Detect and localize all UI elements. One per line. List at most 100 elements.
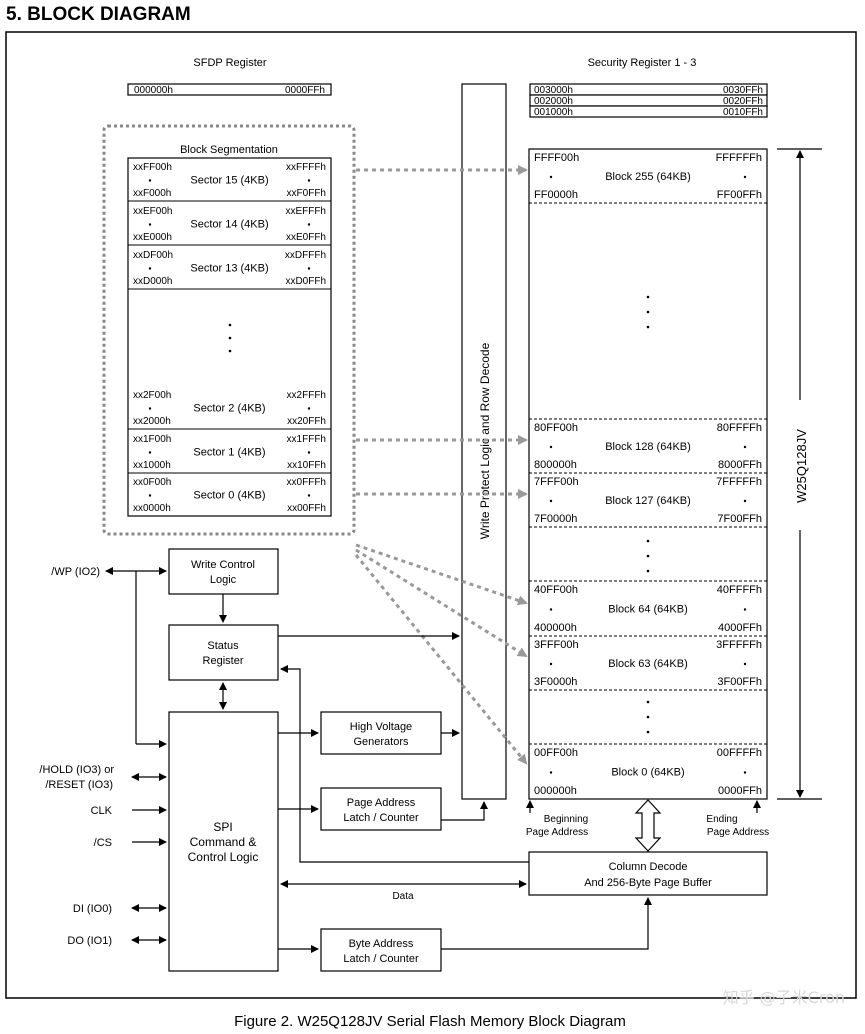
spi-label: Control Logic: [188, 850, 259, 864]
block-label: Block 64 (64KB): [608, 604, 687, 616]
block-end-high: 7FFFFFh: [716, 476, 762, 488]
sector-label: Sector 1 (4KB): [193, 447, 265, 459]
sector-start-high: xx0F00h: [133, 477, 171, 488]
block-start-high: 7FFF00h: [534, 476, 579, 488]
pin-clk-label: CLK: [91, 805, 113, 817]
block-label: Block 127 (64KB): [605, 495, 691, 507]
block-bullet: [549, 662, 553, 666]
block-end-low: 7F00FFh: [717, 513, 762, 525]
block-start-low: FF0000h: [534, 189, 578, 201]
block-label: Block 0 (64KB): [611, 767, 684, 779]
sector-label: Sector 13 (4KB): [190, 263, 268, 275]
sector-start-low: xx1000h: [133, 460, 171, 471]
block-start-high: 40FF00h: [534, 584, 578, 596]
block-start-low: 000000h: [534, 785, 577, 797]
sector-start-low: xx0000h: [133, 503, 171, 514]
data-bus-label: Data: [392, 891, 414, 902]
block-bullet: [549, 608, 553, 611]
security-title: Security Register 1 - 3: [588, 57, 697, 69]
block-end-high: 40FFFFh: [717, 584, 762, 596]
device-range-marker: [777, 148, 822, 800]
status-register-box: [168, 624, 279, 681]
write-control-label: Write Control: [191, 559, 255, 571]
sector-end-low: xxF0FFh: [287, 188, 326, 199]
page-address-latch-box: [320, 787, 442, 831]
block-start-high: 00FF00h: [534, 747, 578, 759]
sector-ellipsis: [228, 323, 232, 353]
ending-page-label: Page Address: [707, 827, 769, 838]
status-register-label: Status: [207, 640, 239, 652]
sector-end-low: xx00FFh: [287, 503, 326, 514]
sector-end-low: xxE0FFh: [286, 232, 326, 243]
sfdp-start: 000000h: [134, 85, 173, 96]
sector-start-high: xxDF00h: [133, 250, 173, 261]
segmentation-title: Block Segmentation: [180, 144, 278, 156]
block-bullet: [743, 499, 747, 503]
block-start-low: 7F0000h: [534, 513, 577, 525]
diagram-frame: [5, 31, 857, 999]
spi-control-logic-box: [168, 711, 279, 972]
sector-label: Sector 15 (4KB): [190, 175, 268, 187]
sector-end-low: xxD0FFh: [285, 276, 326, 287]
block-segmentation-group: [102, 124, 356, 536]
write-control-label: Logic: [210, 574, 237, 586]
page-heading: 5. BLOCK DIAGRAM: [6, 4, 191, 25]
security-row-end: 0020FFh: [723, 96, 763, 107]
block-end-low: 8000FFh: [718, 459, 762, 471]
block-start-low: 400000h: [534, 622, 577, 634]
sector-end-low: xx10FFh: [287, 460, 326, 471]
block-end-low: 4000FFh: [718, 622, 762, 634]
sector-start-low: xxE000h: [133, 232, 172, 243]
sector-start-low: xxF000h: [133, 188, 171, 199]
sector-bullet: [307, 494, 311, 497]
sector-start-high: xx2F00h: [133, 390, 171, 401]
security-row-start: 003000h: [534, 85, 573, 96]
block-start-high: 80FF00h: [534, 422, 578, 434]
pin-reset-label: /RESET (IO3): [45, 779, 113, 791]
pin-cs-label: /CS: [94, 837, 112, 849]
block-end-high: 00FFFFh: [717, 747, 762, 759]
security-row-end: 0030FFh: [723, 85, 763, 96]
block-end-low: 3F00FFh: [717, 676, 762, 688]
block-bullet: [743, 662, 747, 666]
sector-label: Sector 14 (4KB): [190, 219, 268, 231]
watermark: 知乎 @子米Cron: [723, 988, 845, 1007]
sector-label: Sector 2 (4KB): [193, 403, 265, 415]
sfdp-title: SFDP Register: [193, 57, 266, 69]
sector-bullet: [148, 494, 152, 497]
sector-bullet: [148, 223, 152, 226]
array-buffer-bus-arrow: [634, 799, 662, 852]
block-end-high: 80FFFFh: [717, 422, 762, 434]
signal-wires: [105, 567, 652, 953]
column-decode-box: [528, 851, 768, 896]
pin-wp-label: /WP (IO2): [51, 566, 100, 578]
high-voltage-generators-box: [320, 711, 442, 755]
block-end-low: FF00FFh: [717, 189, 762, 201]
spi-label: SPI: [213, 820, 232, 834]
sector-bullet: [148, 451, 152, 454]
status-register-label: Register: [203, 655, 244, 667]
ending-page-label: Ending: [706, 814, 737, 825]
sector-start-low: xx2000h: [133, 416, 171, 427]
byte-address-label: Byte Address: [349, 938, 414, 950]
block-label: Block 255 (64KB): [605, 171, 691, 183]
page-address-label: Latch / Counter: [343, 812, 419, 824]
segmentation-mapping-arrows: [354, 165, 528, 765]
beginning-page-label: Page Address: [526, 827, 588, 838]
sector-bullet: [148, 407, 152, 410]
sector-bullet: [148, 179, 152, 182]
pin-do-label: DO (IO1): [67, 935, 112, 947]
sector-label: Sector 0 (4KB): [193, 490, 265, 502]
high-voltage-label: Generators: [353, 736, 409, 748]
sfdp-register-box: [127, 83, 332, 96]
block-bullet: [549, 175, 553, 179]
